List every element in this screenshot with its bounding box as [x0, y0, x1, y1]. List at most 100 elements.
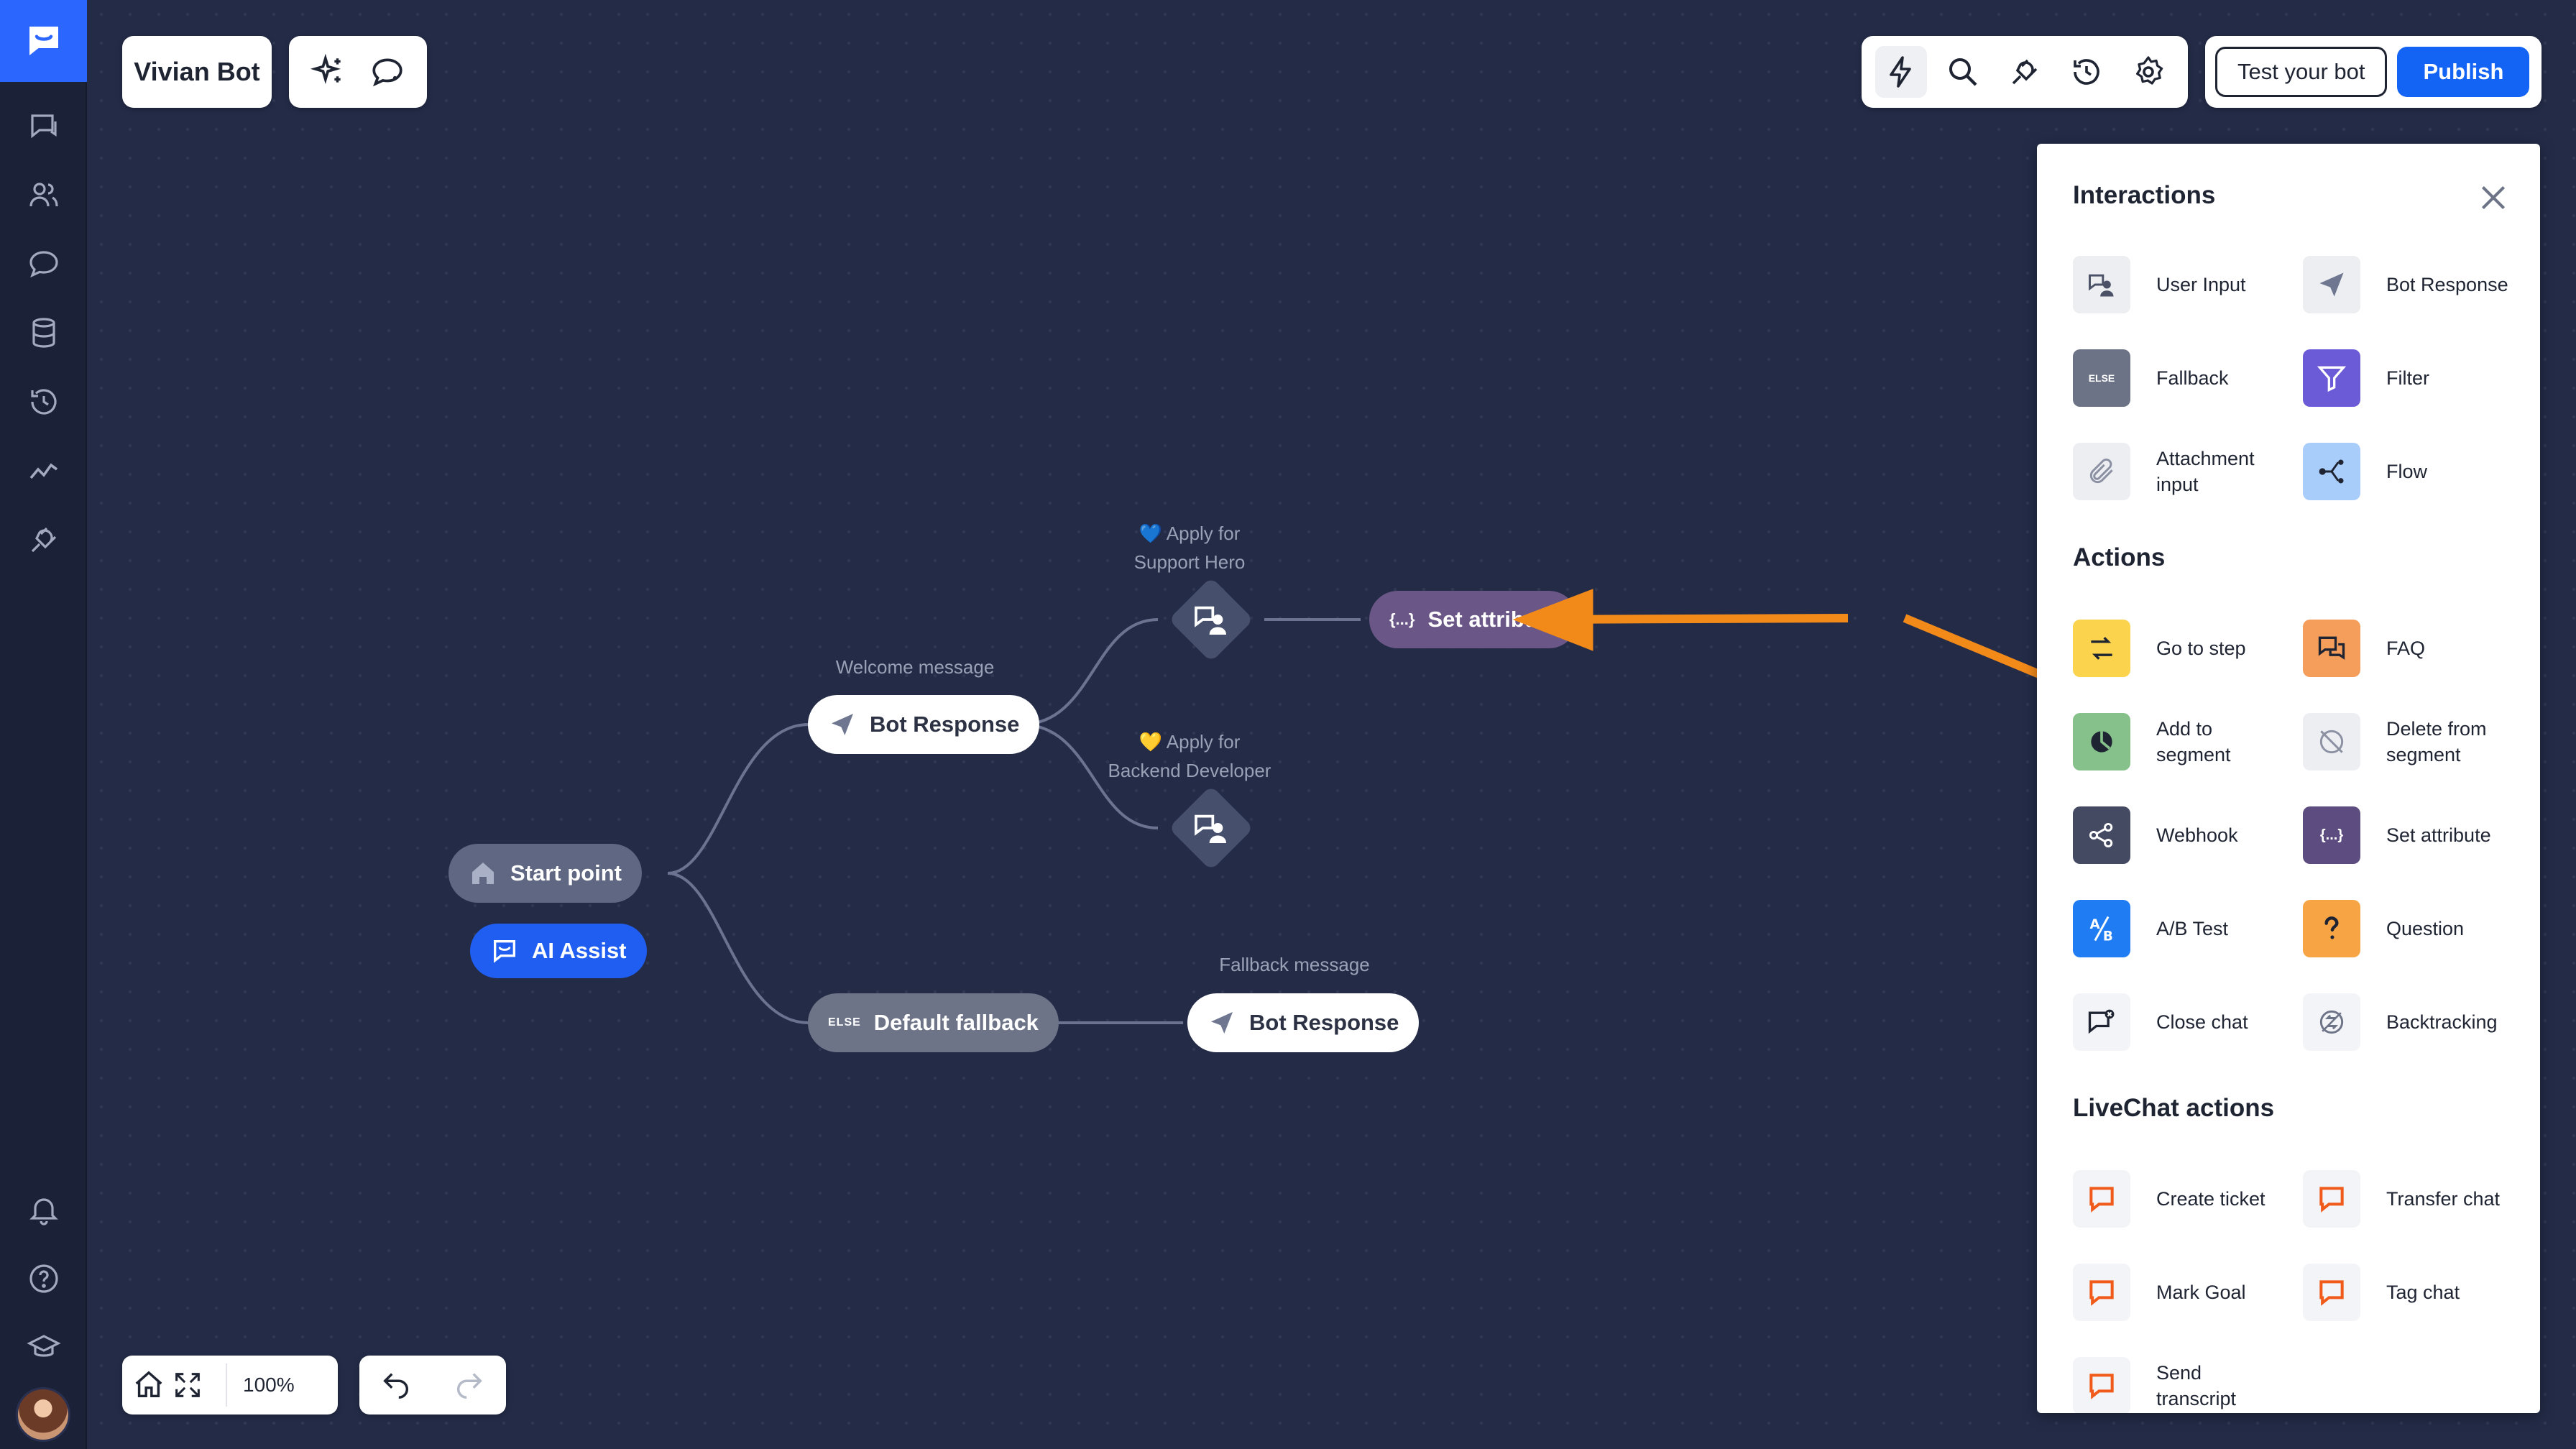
block-webhook[interactable]: Webhook	[2073, 805, 2303, 865]
block-flow[interactable]: Flow	[2303, 441, 2533, 502]
analytics-icon[interactable]	[22, 448, 66, 493]
block-set-attribute[interactable]: {...} Set attribute	[2303, 805, 2533, 865]
fallback-message-label: Fallback message	[1219, 954, 1370, 975]
start-point-node[interactable]: Start point	[448, 844, 642, 903]
block-bot-response[interactable]: Bot Response	[2303, 254, 2533, 315]
undo-icon[interactable]	[380, 1368, 413, 1402]
block-label: Transfer chat	[2386, 1188, 2501, 1210]
ai-assist-label: AI Assist	[532, 938, 627, 963]
ai-assist-node[interactable]: AI Assist	[470, 924, 647, 978]
redo-icon[interactable]	[453, 1368, 486, 1402]
block-delete-from-segment[interactable]: Delete from segment	[2303, 712, 2533, 772]
home-icon[interactable]	[132, 1368, 165, 1402]
search-button[interactable]	[1937, 46, 1989, 98]
integrations-icon[interactable]	[22, 518, 66, 562]
block-label: User Input	[2156, 274, 2246, 295]
block-label: A/B Test	[2156, 918, 2229, 939]
history-icon	[2074, 59, 2099, 85]
publish-group: Test your bot Publish	[2205, 36, 2542, 108]
close-chat-icon	[2073, 993, 2130, 1051]
else-icon: ELSE	[2073, 349, 2130, 407]
fallback-bot-response-node[interactable]: Bot Response	[1187, 993, 1420, 1052]
block-filter[interactable]: Filter	[2303, 348, 2533, 408]
users-icon[interactable]	[22, 172, 66, 217]
user-input-icon	[1195, 814, 1226, 843]
else-icon: ELSE	[828, 1016, 861, 1029]
block-label: FAQ	[2386, 638, 2426, 659]
database-icon[interactable]	[22, 310, 66, 355]
lightning-button[interactable]	[1875, 46, 1927, 98]
block-faq[interactable]: FAQ	[2303, 618, 2533, 678]
livechat-icon	[2303, 1170, 2360, 1228]
default-fallback-node[interactable]: ELSE Default fallback	[808, 993, 1059, 1052]
block-fallback[interactable]: ELSE Fallback	[2073, 348, 2303, 408]
block-label: Create ticket	[2156, 1188, 2266, 1210]
faq-icon	[2303, 620, 2360, 677]
undo-redo-group	[359, 1356, 506, 1414]
svg-text:B: B	[2103, 929, 2113, 944]
interactions-heading: Interactions	[2073, 181, 2216, 209]
block-attachment-input[interactable]: Attachment input	[2073, 441, 2303, 502]
history-icon[interactable]	[22, 380, 66, 424]
set-attribute-icon: {...}	[1389, 610, 1415, 628]
history-button[interactable]	[2061, 46, 2112, 98]
fit-to-screen-icon[interactable]	[171, 1368, 204, 1402]
block-create-ticket[interactable]: Create ticket	[2073, 1169, 2303, 1229]
block-label: Go to step	[2156, 638, 2246, 659]
user-input-icon	[2073, 256, 2130, 313]
block-label: Mark Goal	[2156, 1282, 2246, 1303]
backend-developer-label: 💛 Apply for Backend Developer	[1108, 731, 1271, 781]
block-label: Add to segment	[2156, 718, 2231, 765]
chats-icon[interactable]	[22, 104, 66, 148]
block-transfer-chat[interactable]: Transfer chat	[2303, 1169, 2533, 1229]
block-label: Set attribute	[2386, 824, 2491, 846]
avatar[interactable]	[16, 1387, 70, 1442]
view-controls: 100%	[122, 1356, 338, 1414]
webhook-icon	[2073, 806, 2130, 864]
livechat-icon	[2073, 1264, 2130, 1321]
svg-text:A: A	[2090, 917, 2101, 932]
zoom-level[interactable]: 100%	[226, 1363, 295, 1407]
notifications-icon[interactable]	[22, 1187, 66, 1232]
block-go-to-step[interactable]: Go to step	[2073, 618, 2303, 678]
block-user-input[interactable]: User Input	[2073, 254, 2303, 315]
livechat-actions-heading: LiveChat actions	[2073, 1094, 2275, 1122]
help-icon[interactable]	[22, 1256, 66, 1301]
ai-tools-group	[289, 36, 427, 108]
lightning-icon	[1890, 56, 1911, 88]
livechat-icon	[2073, 1170, 2130, 1228]
plug-button[interactable]	[1999, 46, 2051, 98]
home-icon	[472, 862, 494, 884]
publish-button[interactable]: Publish	[2397, 47, 2530, 97]
academy-icon[interactable]	[22, 1325, 66, 1370]
go-to-step-icon	[2073, 620, 2130, 677]
conversations-icon[interactable]	[22, 242, 66, 286]
block-question[interactable]: Question	[2303, 898, 2533, 959]
sparkle-icon[interactable]	[310, 54, 346, 90]
block-add-to-segment[interactable]: Add to segment	[2073, 712, 2303, 772]
close-icon[interactable]	[2475, 180, 2511, 216]
user-input-icon	[1195, 606, 1226, 635]
block-send-transcript[interactable]: Send transcript	[2073, 1356, 2303, 1413]
app-logo-icon[interactable]	[0, 0, 87, 82]
set-attribute-node[interactable]: {...} Set attribute	[1369, 591, 1578, 648]
paperclip-icon	[2073, 443, 2130, 500]
test-bot-button[interactable]: Test your bot	[2215, 47, 2388, 97]
segment-icon	[2073, 713, 2130, 770]
chat-preview-icon[interactable]	[369, 54, 405, 90]
bot-response-node[interactable]: Bot Response	[808, 695, 1040, 754]
question-icon	[2303, 900, 2360, 957]
block-mark-goal[interactable]: Mark Goal	[2073, 1262, 2303, 1322]
paper-plane-icon	[832, 714, 853, 735]
block-tag-chat[interactable]: Tag chat	[2303, 1262, 2533, 1322]
plug-icon	[2012, 59, 2038, 85]
settings-button[interactable]	[2122, 46, 2174, 98]
block-close-chat[interactable]: Close chat	[2073, 992, 2303, 1052]
block-label: Close chat	[2156, 1011, 2248, 1033]
search-icon	[1949, 58, 1977, 86]
start-point-label: Start point	[510, 860, 622, 886]
block-backtracking[interactable]: Backtracking	[2303, 992, 2533, 1052]
block-label: Backtracking	[2386, 1011, 2498, 1033]
bot-name-title[interactable]: Vivian Bot	[122, 36, 272, 108]
